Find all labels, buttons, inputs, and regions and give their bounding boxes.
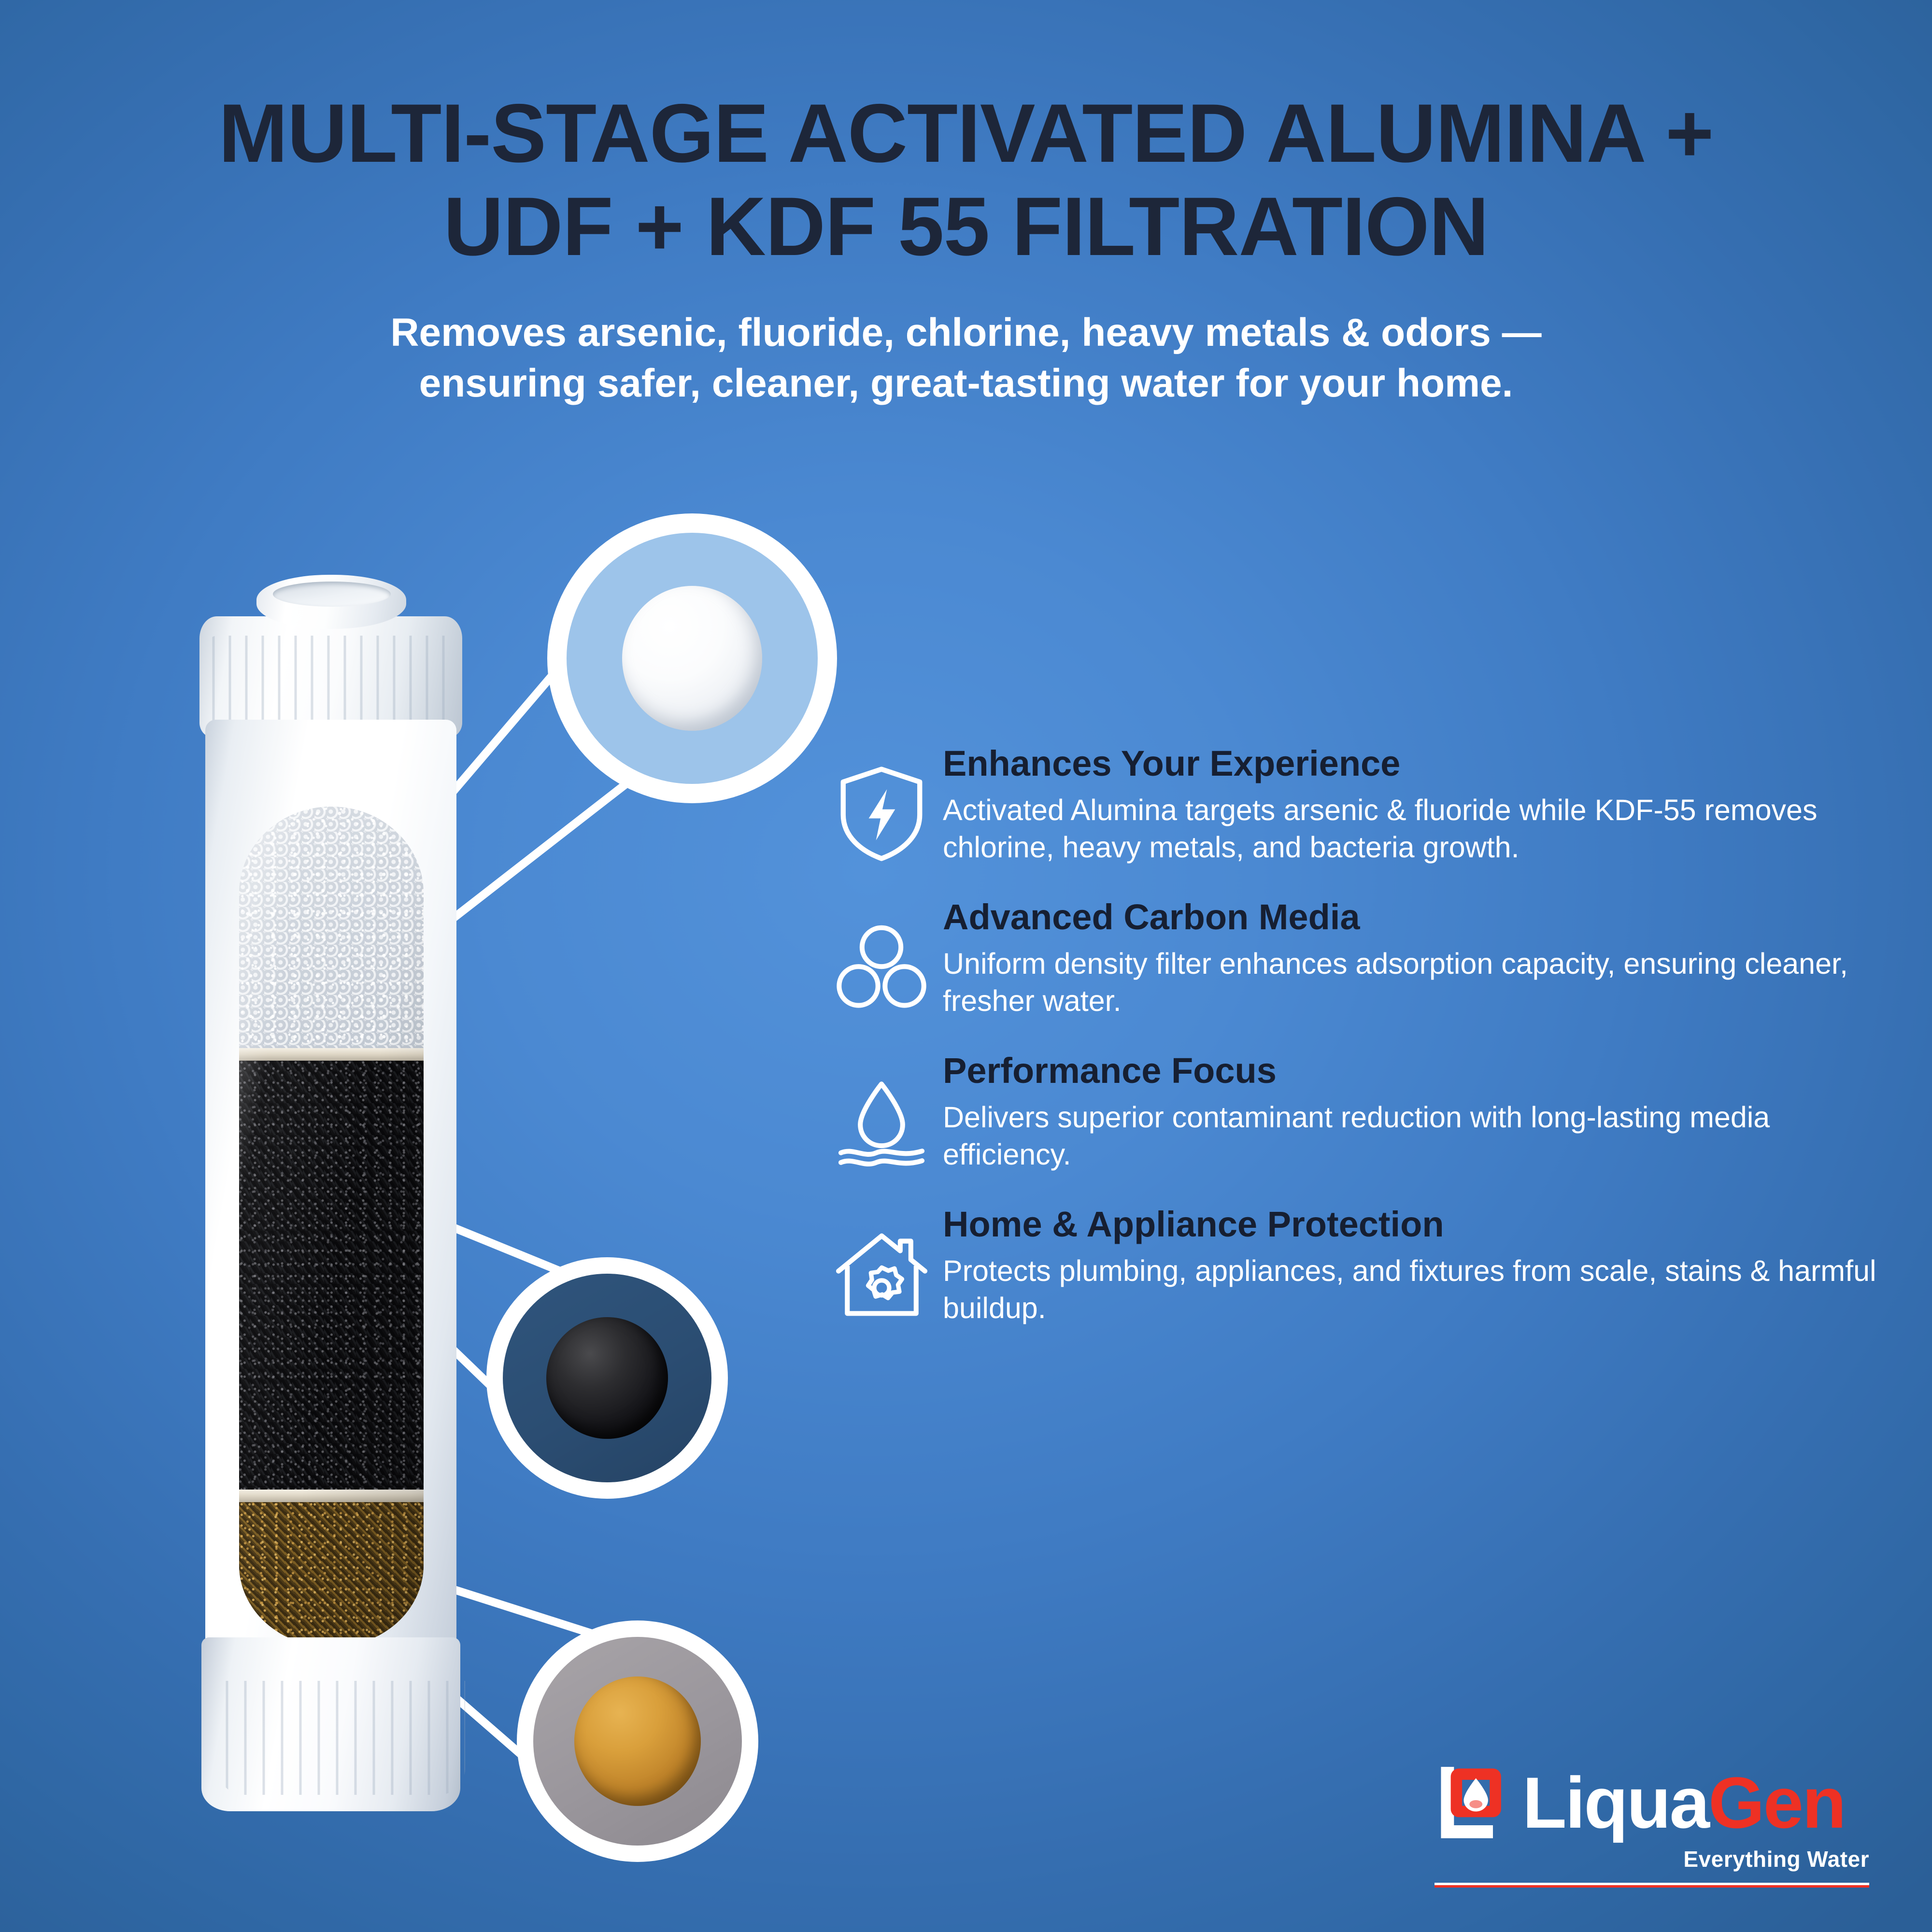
feature-text: Advanced Carbon Media Uniform density fi… — [932, 897, 1893, 1020]
cap-ribs — [205, 636, 456, 723]
feature-text: Enhances Your Experience Activated Alumi… — [932, 743, 1893, 866]
media-divider-bottom — [239, 1490, 424, 1502]
callout-inner-disc — [567, 533, 818, 784]
cap-collar — [199, 616, 462, 737]
feature-description: Delivers superior contaminant reduction … — [943, 1100, 1770, 1171]
media-layer-activated-alumina — [239, 807, 424, 1048]
logo-underline-rule — [1435, 1883, 1869, 1888]
callout-inner-disc — [533, 1637, 742, 1846]
carbon-granule-callout — [486, 1257, 728, 1499]
title-line-1: MULTI-STAGE ACTIVATED ALUMINA + — [218, 87, 1714, 180]
bottom-cap-ribs — [218, 1681, 465, 1795]
filter-media-window — [239, 807, 424, 1647]
media-layer-activated-carbon — [239, 1061, 424, 1490]
liquagen-drop-icon — [1435, 1762, 1516, 1843]
feature-title: Advanced Carbon Media — [943, 897, 1360, 937]
header: MULTI-STAGE ACTIVATED ALUMINA + UDF + KD… — [0, 87, 1932, 409]
feature-description: Uniform density filter enhances adsorpti… — [943, 947, 1848, 1017]
brand-logo: LiquaGen Everything Water — [1435, 1762, 1869, 1888]
page-title: MULTI-STAGE ACTIVATED ALUMINA + UDF + KD… — [0, 87, 1932, 273]
feature-item-enhances-your-experience: Enhances Your Experience Activated Alumi… — [831, 743, 1893, 869]
alumina-bead-callout — [547, 513, 837, 803]
feature-text: Performance Focus Delivers superior cont… — [932, 1051, 1893, 1173]
house-gear-icon — [831, 1219, 932, 1330]
feature-description: Activated Alumina targets arsenic & fluo… — [943, 793, 1818, 864]
logo-tagline: Everything Water — [1683, 1847, 1869, 1872]
feature-title: Enhances Your Experience — [943, 743, 1401, 783]
logo-word-primary: Liqua — [1522, 1762, 1710, 1843]
feature-description: Protects plumbing, appliances, and fixtu… — [943, 1254, 1876, 1324]
media-layer-kdf-55 — [239, 1502, 424, 1647]
subtitle-line-1: Removes arsenic, fluoride, chlorine, hea… — [390, 311, 1542, 355]
water-filter-cartridge — [191, 575, 471, 1811]
filter-bottom-cap — [201, 1637, 465, 1811]
title-line-2: UDF + KDF 55 FILTRATION — [443, 180, 1489, 273]
feature-text: Home & Appliance Protection Protects plu… — [932, 1204, 1893, 1327]
filter-top-cap — [199, 575, 462, 737]
media-divider-top — [239, 1048, 424, 1061]
feature-title: Home & Appliance Protection — [943, 1204, 1444, 1244]
three-circles-icon — [831, 912, 932, 1023]
shield-bolt-icon — [831, 758, 932, 869]
kdf-granule — [574, 1676, 701, 1806]
page-subtitle: Removes arsenic, fluoride, chlorine, hea… — [0, 308, 1932, 409]
feature-list: Enhances Your Experience Activated Alumi… — [831, 743, 1893, 1358]
subtitle-line-2: ensuring safer, cleaner, great-tasting w… — [419, 361, 1513, 406]
logo-wordmark-row: LiquaGen — [1435, 1762, 1869, 1843]
feature-item-performance-focus: Performance Focus Delivers superior cont… — [831, 1051, 1893, 1177]
callout-inner-disc — [503, 1274, 711, 1482]
cap-outlet-hole — [273, 582, 391, 607]
logo-word-secondary: Gen — [1708, 1762, 1847, 1843]
alumina-bead — [622, 586, 762, 731]
feature-title: Performance Focus — [943, 1051, 1277, 1091]
water-droplet-waves-icon — [831, 1065, 932, 1177]
feature-item-advanced-carbon-media: Advanced Carbon Media Uniform density fi… — [831, 897, 1893, 1023]
feature-item-home-appliance-protection: Home & Appliance Protection Protects plu… — [831, 1204, 1893, 1330]
carbon-granule — [546, 1317, 668, 1439]
logo-wordmark: LiquaGen — [1522, 1766, 1847, 1839]
kdf-granule-callout — [517, 1620, 758, 1862]
